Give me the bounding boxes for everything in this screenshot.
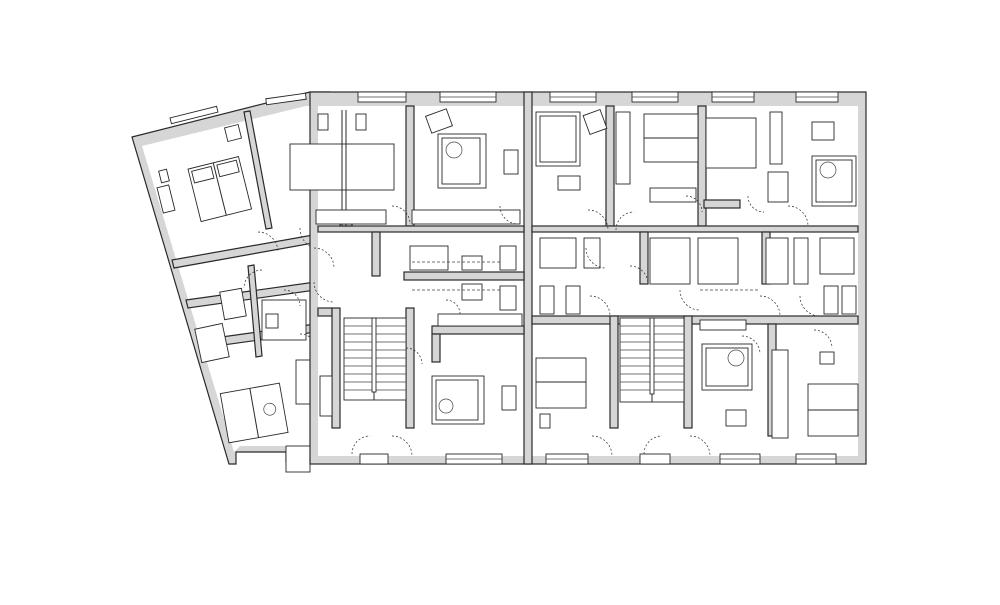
furniture-right-building bbox=[535, 108, 859, 439]
bath-mid-left bbox=[409, 245, 449, 271]
table-bottom-b bbox=[725, 409, 747, 427]
wall-rb-4 bbox=[531, 315, 859, 325]
stairwell-left bbox=[343, 317, 407, 401]
party-wall bbox=[523, 91, 533, 465]
tub-angled-2 bbox=[194, 322, 230, 364]
wall-rb-8 bbox=[639, 231, 649, 285]
table-angled bbox=[156, 184, 176, 214]
kitchen-bottom-left bbox=[437, 313, 523, 327]
chair-angled-1 bbox=[223, 123, 243, 143]
furniture-left-building bbox=[289, 108, 523, 425]
kitchen-top-left bbox=[411, 209, 521, 225]
window-angled-1 bbox=[169, 105, 219, 125]
window-angled-2 bbox=[265, 92, 307, 106]
door-swings bbox=[313, 195, 833, 457]
window-angled-3 bbox=[285, 445, 311, 473]
wall-lb-5 bbox=[431, 325, 525, 335]
wall-lb-9 bbox=[431, 333, 441, 363]
wall-rb-10 bbox=[703, 199, 741, 209]
wall-lb-6 bbox=[371, 231, 381, 277]
wall-lb-8 bbox=[405, 307, 415, 429]
wall-lb-3 bbox=[317, 307, 333, 317]
table-top-a bbox=[557, 175, 581, 191]
main-block bbox=[289, 91, 867, 465]
wall-lb-1 bbox=[405, 105, 415, 227]
kitchen-bottom-b bbox=[771, 349, 789, 439]
wall-lb-4 bbox=[403, 271, 525, 281]
bottom-windows bbox=[359, 453, 837, 465]
kitchen-top-b bbox=[615, 111, 631, 185]
angled-wing-partition-d bbox=[243, 110, 273, 230]
wall-lb-7 bbox=[331, 307, 341, 429]
wall-rb-6 bbox=[683, 315, 693, 429]
bath-angled bbox=[219, 287, 247, 321]
angled-wing-partition-e bbox=[247, 264, 263, 358]
angled-wing bbox=[131, 91, 331, 473]
top-windows bbox=[357, 91, 839, 103]
wall-lb-2 bbox=[317, 225, 525, 233]
angled-wing-floor bbox=[142, 106, 322, 452]
wall-rb-3 bbox=[531, 225, 859, 233]
wall-rb-1 bbox=[605, 105, 615, 227]
chair-angled-2 bbox=[158, 168, 170, 184]
table-top-left bbox=[503, 149, 519, 175]
table-bottom-left bbox=[501, 385, 517, 411]
stairwell-right bbox=[619, 317, 685, 403]
wall-rb-5 bbox=[609, 315, 619, 429]
bed-bottom-a bbox=[535, 357, 587, 409]
bed-top-c bbox=[705, 117, 757, 169]
table-top-d bbox=[811, 121, 835, 141]
